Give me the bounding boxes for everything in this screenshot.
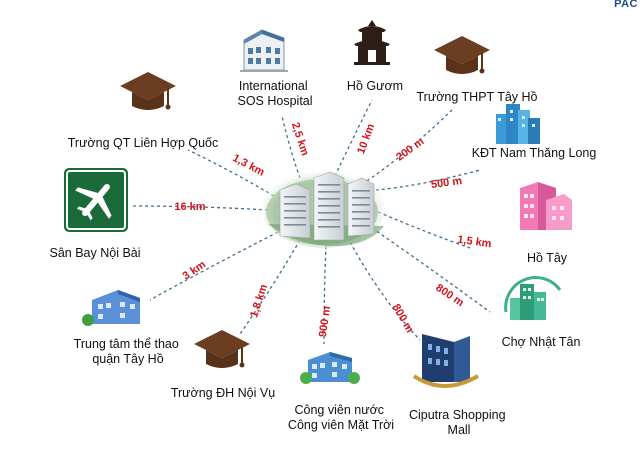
shopping-mall-icon — [412, 334, 480, 388]
pink-buildings-icon — [520, 182, 572, 230]
label-trung-tam-the-thao: Trung tâm thể thao quận Tây Hồ — [74, 337, 183, 366]
graduation-cap-icon — [194, 330, 250, 368]
label-ciputra-shopping-mall: Ciputra Shopping Mall — [409, 408, 509, 437]
connector-international-sos-hospital — [281, 115, 301, 179]
label-ho-guom: Hồ Gươm — [347, 79, 403, 93]
graduation-cap-icon — [120, 72, 176, 110]
building-icon — [240, 29, 288, 72]
connectors — [131, 99, 491, 345]
distance-label-international-sos-hospital: 2,5 km — [289, 121, 311, 157]
label-truong-qt-lien-hop-quoc: Trường QT Liên Hợp Quốc — [68, 136, 219, 150]
label-truong-dh-noi-vu: Trường ĐH Nội Vụ — [171, 386, 275, 400]
distance-label-truong-dh-noi-vu: 1,8 km — [248, 283, 270, 319]
distance-label-cho-nhat-tan: 800 m — [433, 282, 466, 310]
connector-cho-nhat-tan — [371, 227, 491, 313]
connector-ho-guom — [334, 99, 373, 177]
label-san-bay-noi-bai: Sân Bay Nội Bài — [49, 246, 140, 260]
distance-label-ciputra-shopping-mall: 800 m — [390, 302, 416, 335]
market-icon — [504, 276, 562, 320]
project-towers — [261, 168, 385, 248]
label-cho-nhat-tan: Chợ Nhật Tân — [502, 335, 581, 349]
distance-label-cong-vien-nuoc: 900 m — [317, 305, 333, 338]
distance-label-kdt-nam-thang-long: 500 m — [430, 175, 463, 191]
connector-kdt-nam-thang-long — [375, 169, 481, 191]
distance-label-san-bay-noi-bai: 16 km — [174, 201, 205, 213]
label-kdt-nam-thang-long: KĐT Nam Thăng Long — [472, 146, 597, 160]
sports-center-icon — [82, 290, 140, 326]
connector-ciputra-shopping-mall — [349, 241, 421, 341]
label-ho-tay: Hồ Tây — [527, 251, 568, 265]
airplane-sign-icon — [64, 168, 128, 232]
park-buildings-icon — [300, 352, 360, 384]
graduation-cap-icon — [434, 36, 490, 74]
connector-san-bay-noi-bai — [131, 205, 269, 211]
distance-label-truong-thpt-tay-ho: 200 m — [394, 135, 426, 163]
label-international-sos-hospital: International SOS Hospital — [237, 79, 312, 108]
temple-icon — [354, 20, 390, 65]
connector-truong-dh-noi-vu — [239, 239, 301, 335]
connector-trung-tam-the-thao — [149, 231, 279, 301]
label-truong-thpt-tay-ho: Trường THPT Tây Hồ — [417, 90, 538, 104]
label-cong-vien-nuoc: Công viên nước Công viên Mặt Trời — [288, 403, 394, 432]
distance-label-ho-tay: 1,5 km — [457, 234, 493, 251]
distance-label-trung-tam-the-thao: 3 km — [181, 258, 209, 282]
city-buildings-icon — [496, 104, 540, 144]
corner-text: PAC — [614, 0, 638, 10]
connector-truong-thpt-tay-ho — [361, 109, 453, 185]
connector-truong-qt-lien-hop-quoc — [187, 149, 275, 197]
